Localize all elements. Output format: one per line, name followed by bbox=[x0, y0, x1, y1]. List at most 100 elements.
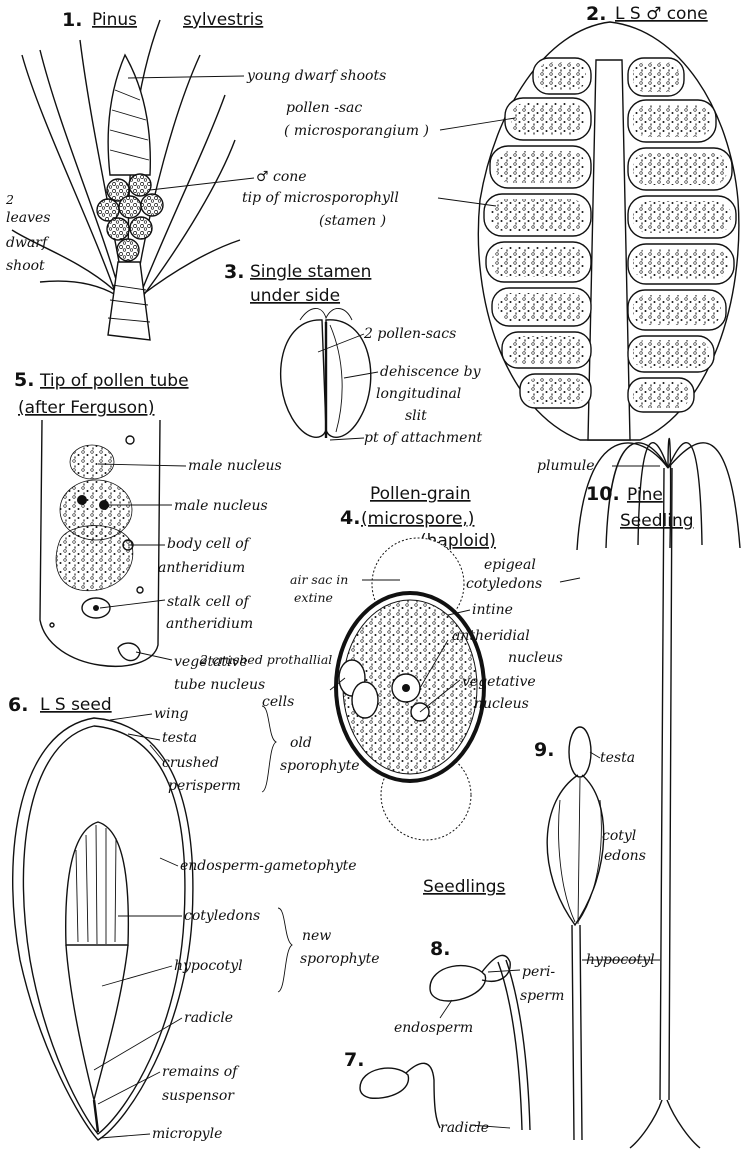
fig6-label-hypocotyl: hypocotyl bbox=[174, 958, 243, 974]
fig1-title-species: sylvestris bbox=[183, 10, 263, 30]
figure-10-pine-seedling: 10. Pine Seedling epigeal cotyledons plu… bbox=[466, 438, 740, 1148]
fig4-label-prothallial-1: 2 crushed prothallial bbox=[199, 652, 332, 667]
fig6-number: 6. bbox=[8, 694, 28, 716]
fig6-title: L S seed bbox=[40, 695, 112, 715]
figure-3-single-stamen: 3. Single stamen under side 2 pollen-sac… bbox=[224, 261, 482, 446]
seed-8-drawing bbox=[430, 955, 530, 1130]
figure-9-seedling: 9. testa cotyl edons hypocotyl bbox=[534, 727, 660, 1140]
fig6-label-suspensor-1: remains of bbox=[162, 1064, 240, 1080]
fig3-label-sacs: 2 pollen-sacs bbox=[363, 326, 456, 342]
fig1-label-leaves-1: 2 bbox=[5, 192, 14, 207]
seedling-drawing bbox=[577, 438, 740, 1148]
pine-shoot-drawing bbox=[12, 20, 240, 340]
fig2-title: L S ♂ cone bbox=[615, 4, 708, 24]
fig6-label-new-2: sporophyte bbox=[300, 951, 380, 967]
fig2-label-pollen-sac-2: ( microsporangium ) bbox=[284, 123, 429, 139]
fig9-label-testa: testa bbox=[600, 750, 635, 766]
fig5-label-stalk-1: stalk cell of bbox=[167, 594, 252, 610]
figure-7-germinating-seed: 7. radicle bbox=[344, 1049, 510, 1136]
fig6-label-new-1: new bbox=[302, 928, 331, 944]
cone-section-drawing bbox=[478, 22, 739, 440]
fig3-number: 3. bbox=[224, 261, 244, 283]
fig5-label-tube-2: tube nucleus bbox=[174, 677, 265, 693]
fig1-number: 1. bbox=[62, 9, 82, 31]
left-sporophylls bbox=[484, 58, 591, 408]
fig1-label-leaves-3: dwarf bbox=[6, 235, 50, 251]
fig10-number: 10. bbox=[586, 483, 620, 505]
figure-5-pollen-tube: 5. Tip of pollen tube (after Ferguson) m… bbox=[14, 369, 282, 693]
fig6-label-old-1: old bbox=[290, 735, 312, 751]
fig10-title-1: Pine bbox=[627, 485, 663, 505]
fig3-title-1: Single stamen bbox=[250, 262, 371, 282]
fig6-label-crushed-2: perisperm bbox=[168, 778, 241, 794]
fig3-title-2: under side bbox=[250, 286, 340, 306]
fig6-label-testa: testa bbox=[162, 730, 197, 746]
fig3-label-dehiscence-1: dehiscence by bbox=[380, 364, 482, 380]
fig9-label-cotyl-2: edons bbox=[604, 848, 646, 864]
fig2-number: 2. bbox=[586, 3, 606, 25]
fig5-label-male-1: male nucleus bbox=[188, 458, 282, 474]
fig5-number: 5. bbox=[14, 369, 34, 391]
fig5-label-body-2: antheridium bbox=[158, 560, 245, 576]
fig3-label-dehiscence-3: slit bbox=[405, 408, 427, 424]
fig9-number: 9. bbox=[534, 739, 554, 761]
fig5-label-body-1: body cell of bbox=[167, 536, 252, 552]
fig5-label-male-2: male nucleus bbox=[174, 498, 268, 514]
fig4-label-epigeal-2: cotyledons bbox=[466, 576, 542, 592]
fig1-title-genus: Pinus bbox=[92, 10, 137, 30]
fig4-label-air-sac-1: air sac in bbox=[290, 572, 348, 587]
fig9-label-hypocotyl: hypocotyl bbox=[586, 952, 655, 968]
fig5-title-1: Tip of pollen tube bbox=[39, 371, 189, 391]
fig6-label-suspensor-2: suspensor bbox=[162, 1088, 235, 1104]
fig6-label-radicle: radicle bbox=[184, 1010, 233, 1026]
fig8-label-peri-2: sperm bbox=[520, 988, 564, 1004]
fig6-label-crushed-1: crushed bbox=[162, 755, 219, 771]
fig4-label-epigeal-1: epigeal bbox=[484, 557, 536, 573]
fig5-title-2: (after Ferguson) bbox=[18, 398, 154, 418]
right-sporophylls bbox=[628, 58, 736, 412]
fig4-label-prothallial-2: cells bbox=[262, 694, 294, 710]
fig2-label-tip-2: (stamen ) bbox=[319, 213, 386, 229]
fig10-title-2: Seedling bbox=[620, 511, 694, 531]
fig1-label-male-cone: ♂ cone bbox=[256, 169, 307, 185]
fig1-label-leaves-4: shoot bbox=[6, 258, 45, 274]
fig2-label-pollen-sac-1: pollen -sac bbox=[286, 100, 362, 116]
fig8-label-endosperm: endosperm bbox=[394, 1020, 473, 1036]
fig4-label-antheridial-2: nucleus bbox=[508, 650, 563, 666]
fig1-label-leaves-2: leaves bbox=[6, 210, 51, 226]
fig2-label-tip-1: tip of microsporophyll bbox=[242, 190, 399, 206]
fig6-label-micropyle: micropyle bbox=[152, 1126, 222, 1142]
figure-4-pollen-grain: 4. Pollen-grain (microspore,) (haploid) … bbox=[199, 484, 563, 840]
pollen-tube-drawing bbox=[40, 420, 160, 666]
fig6-label-old-2: sporophyte bbox=[280, 758, 360, 774]
fig8-label-peri-1: peri- bbox=[522, 964, 555, 980]
figure-6-seed-section: 6. L S seed wing testa crushed perisperm… bbox=[8, 694, 380, 1142]
fig3-label-attachment: pt of attachment bbox=[364, 430, 482, 446]
stamen-drawing bbox=[281, 308, 371, 438]
seedling-9-drawing bbox=[547, 727, 604, 1140]
fig6-label-cotyledons: cotyledons bbox=[184, 908, 260, 924]
fig9-label-cotyl-1: cotyl bbox=[602, 828, 636, 844]
fig8-number: 8. bbox=[430, 938, 450, 960]
fig7-label-radicle: radicle bbox=[440, 1120, 489, 1136]
fig4-label-air-sac-2: extine bbox=[294, 590, 333, 605]
fig4-title-1: Pollen-grain bbox=[370, 484, 471, 504]
fig5-label-stalk-2: antheridium bbox=[166, 616, 253, 632]
fig4-label-antheridial-1: antheridial bbox=[452, 628, 530, 644]
fig6-label-wing: wing bbox=[154, 706, 188, 722]
fig4-label-vegetative-1: vegetative bbox=[462, 674, 536, 690]
fig6-label-endosperm: endosperm-gametophyte bbox=[180, 858, 357, 874]
fig4-label-intine: intine bbox=[472, 602, 513, 618]
fig4-title-2: (microspore,) bbox=[361, 509, 474, 529]
fig4-number: 4. bbox=[340, 507, 360, 529]
fig4-label-vegetative-2: nucleus bbox=[474, 696, 529, 712]
seed-7-drawing bbox=[360, 1063, 440, 1128]
figure-8-germinating-seed: 8. peri- sperm endosperm bbox=[394, 938, 564, 1130]
fig1-label-young-shoots: young dwarf shoots bbox=[246, 68, 386, 84]
seedlings-heading: Seedlings bbox=[423, 877, 506, 897]
male-cone-cluster bbox=[97, 174, 163, 261]
fig7-number: 7. bbox=[344, 1049, 364, 1071]
fig3-label-dehiscence-2: longitudinal bbox=[376, 386, 461, 402]
fig10-label-plumule: plumule bbox=[537, 458, 595, 474]
